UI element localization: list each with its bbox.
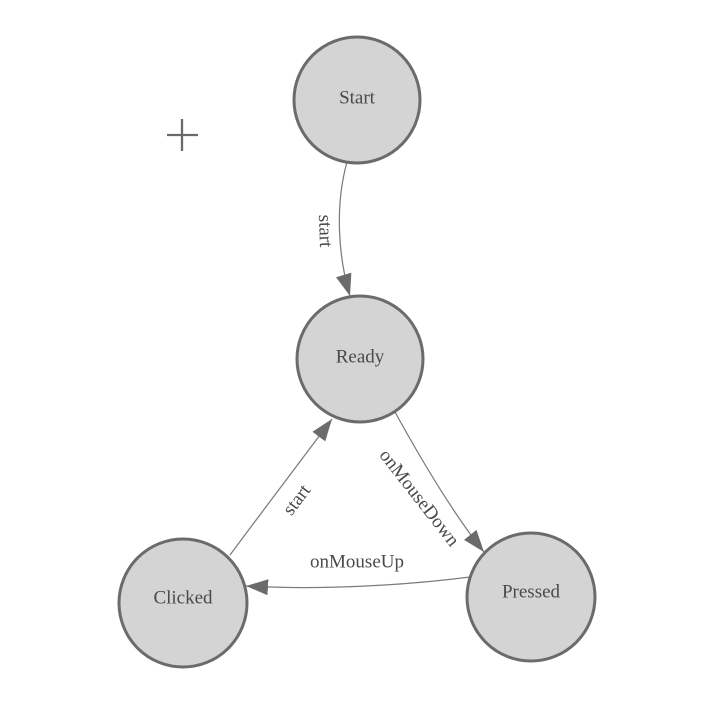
node-pressed[interactable]: Pressed (465, 531, 597, 663)
node-label: Start (339, 88, 376, 109)
node-start[interactable]: Start (292, 35, 422, 165)
edge-label: onMouseDown (375, 445, 464, 551)
edge-label: start (279, 480, 316, 519)
crosshair-icon (167, 119, 198, 151)
edge-clicked-to-ready[interactable]: start (229, 418, 333, 556)
node-clicked[interactable]: Clicked (117, 537, 249, 669)
node-circle[interactable] (292, 35, 422, 165)
node-circle[interactable] (117, 537, 249, 669)
edge-line[interactable] (229, 418, 333, 556)
node-label: Ready (336, 347, 385, 368)
node-circle[interactable] (295, 294, 425, 424)
edge-label: start (314, 214, 336, 248)
node-circle[interactable] (465, 531, 597, 663)
edge-line[interactable] (394, 411, 485, 553)
node-ready[interactable]: Ready (295, 294, 425, 424)
edge-line[interactable] (336, 161, 352, 297)
edge-pressed-to-clicked[interactable]: onMouseUp (245, 552, 471, 596)
edge-ready-to-pressed[interactable]: onMouseDown (375, 411, 485, 553)
node-label: Clicked (153, 588, 213, 609)
edge-label: onMouseUp (310, 552, 404, 573)
edge-line[interactable] (245, 576, 471, 596)
node-label: Pressed (502, 582, 561, 603)
edge-start-to-ready[interactable]: start (314, 161, 352, 297)
